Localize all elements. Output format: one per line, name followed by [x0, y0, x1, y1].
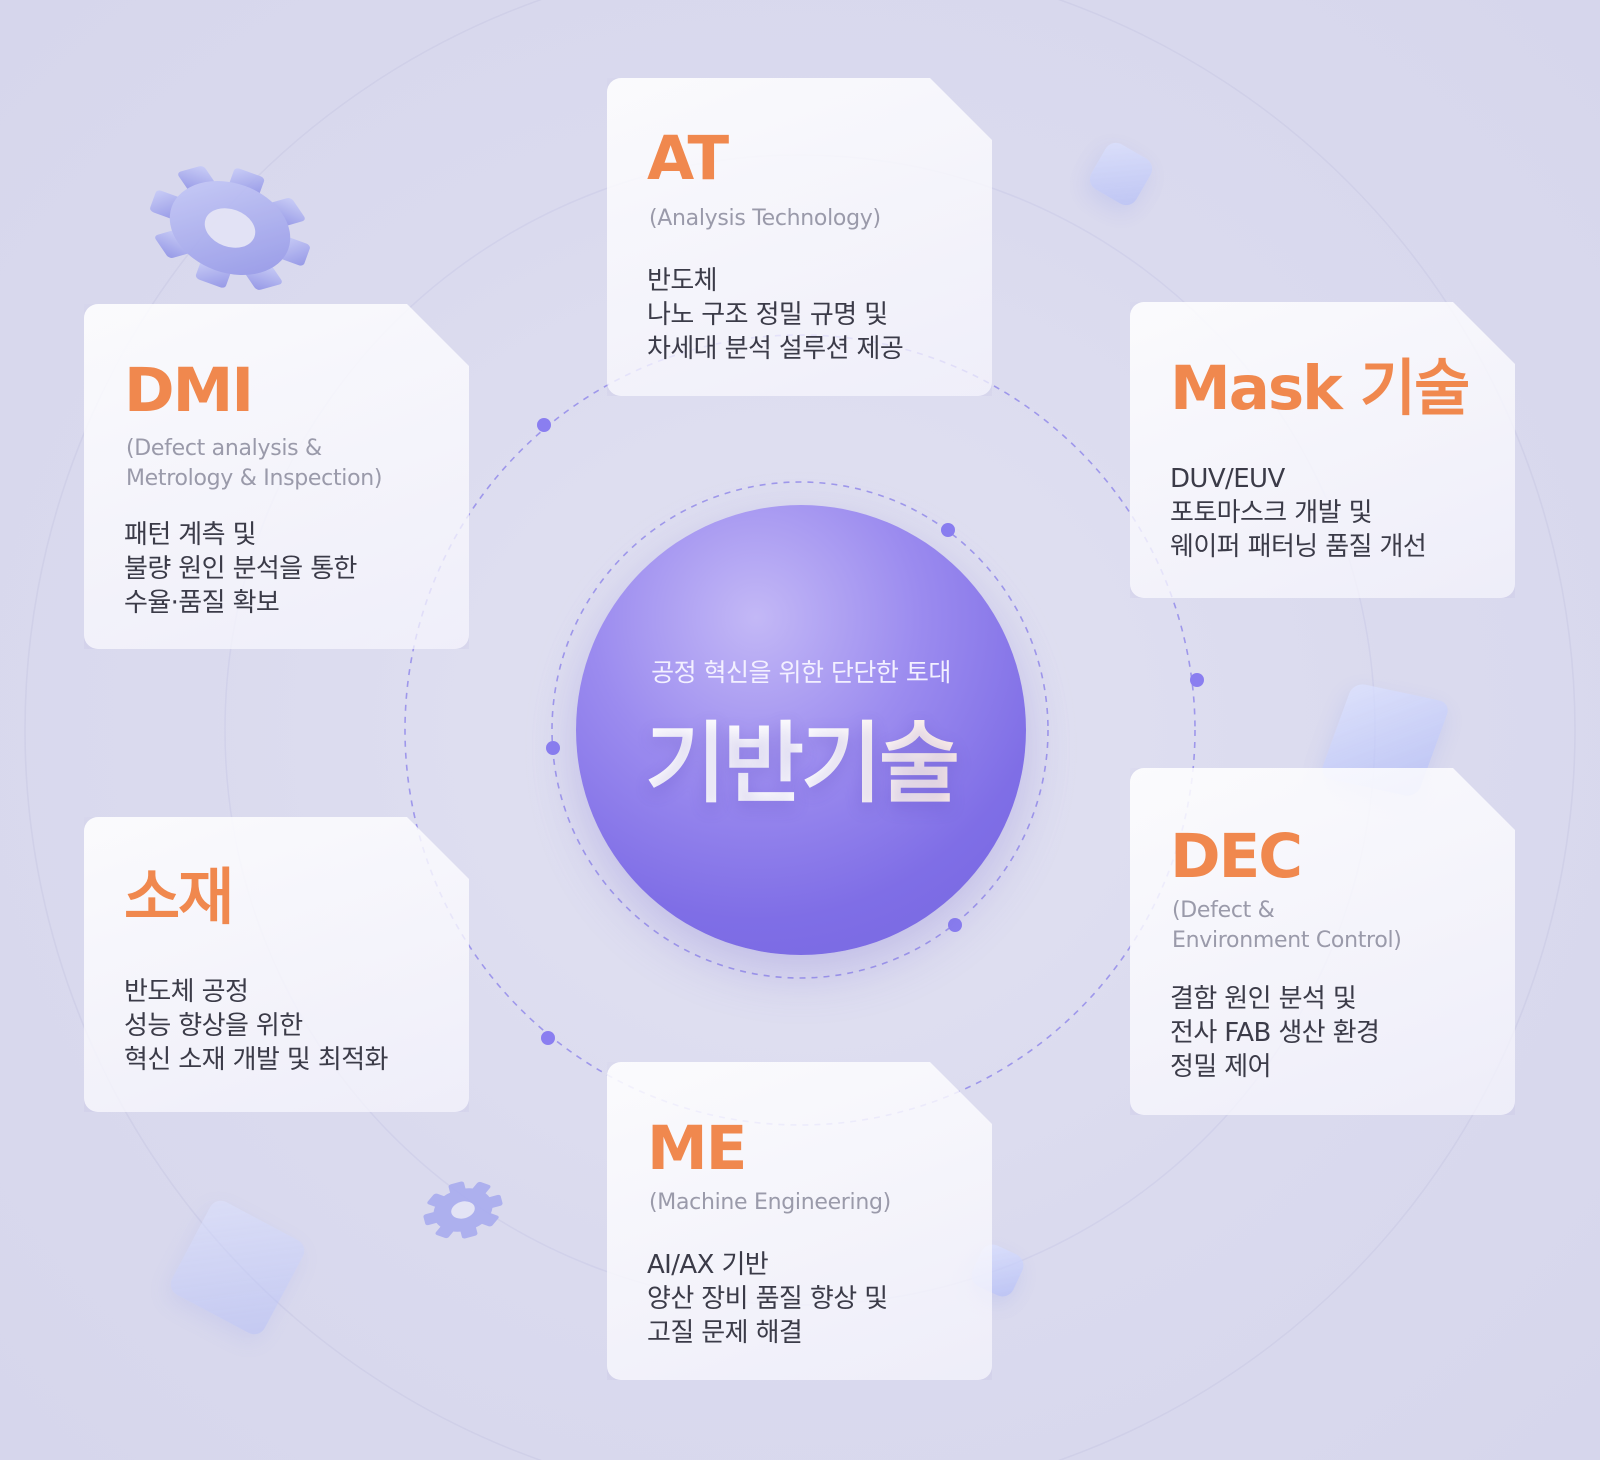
gear-icon	[423, 1181, 503, 1239]
orbit-dot	[541, 1031, 555, 1045]
center-hub: 공정 혁신을 위한 단단한 토대 기반기술	[576, 505, 1026, 955]
card-description: 반도체 공정 성능 향상을 위한 혁신 소재 개발 및 최적화	[124, 975, 454, 1077]
desc-line: 성능 향상을 위한	[124, 1011, 303, 1041]
desc-line: 수율·품질 확보	[124, 588, 280, 618]
desc-line: 차세대 분석 설루션 제공	[647, 334, 904, 364]
desc-line: AI/AX 기반	[647, 1250, 769, 1280]
subtitle-line: Environment Control)	[1172, 928, 1402, 953]
card-dmi: DMI (Defect analysis & Metrology & Inspe…	[84, 304, 469, 649]
card-description: DUV/EUV 포토마스크 개발 및 웨이퍼 패터닝 품질 개선	[1170, 462, 1500, 564]
card-title: 소재	[124, 862, 233, 933]
desc-line: 패턴 계측 및	[124, 520, 256, 550]
card-description: 패턴 계측 및 불량 원인 분석을 통한 수율·품질 확보	[124, 518, 454, 620]
hub-subtitle: 공정 혁신을 위한 단단한 토대	[651, 658, 951, 687]
card-subtitle: (Defect analysis & Metrology & Inspectio…	[126, 434, 456, 494]
gear-icon	[150, 166, 310, 290]
desc-line: 반도체 공정	[124, 977, 249, 1007]
card-sojae: 소재 반도체 공정 성능 향상을 위한 혁신 소재 개발 및 최적화	[84, 817, 469, 1112]
card-description: 결함 원인 분석 및 전사 FAB 생산 환경 정밀 제어	[1170, 982, 1500, 1084]
card-subtitle: (Defect & Environment Control)	[1172, 896, 1502, 956]
subtitle-line: (Defect &	[1172, 898, 1275, 923]
card-at: AT (Analysis Technology) 반도체 나노 구조 정밀 규명…	[607, 78, 992, 396]
subtitle-line: (Defect analysis &	[126, 436, 322, 461]
desc-line: 고질 문제 해결	[647, 1318, 803, 1348]
desc-line: 전사 FAB 생산 환경	[1170, 1018, 1380, 1048]
desc-line: 포토마스크 개발 및	[1170, 498, 1372, 528]
orbit-dot	[546, 741, 560, 755]
desc-line: 반도체	[647, 266, 717, 296]
desc-line: 불량 원인 분석을 통한	[124, 554, 357, 584]
outer-orbit	[24, 0, 1576, 1460]
desc-line: 혁신 소재 개발 및 최적화	[124, 1045, 388, 1075]
orbit-dot	[948, 918, 962, 932]
desc-line: 결함 원인 분석 및	[1170, 984, 1357, 1014]
hub-title: 기반기술	[576, 693, 1026, 820]
desc-line: DUV/EUV	[1170, 464, 1285, 494]
desc-line: 나노 구조 정밀 규명 및	[647, 300, 888, 330]
card-me: ME (Machine Engineering) AI/AX 기반 양산 장비 …	[607, 1062, 992, 1380]
card-title: AT	[647, 123, 728, 194]
card-mask: Mask 기술 DUV/EUV 포토마스크 개발 및 웨이퍼 패터닝 품질 개선	[1130, 302, 1515, 598]
desc-line: 정밀 제어	[1170, 1052, 1271, 1082]
card-description: AI/AX 기반 양산 장비 품질 향상 및 고질 문제 해결	[647, 1248, 977, 1350]
card-title: DEC	[1170, 821, 1302, 892]
subtitle-line: Metrology & Inspection)	[126, 466, 383, 491]
card-subtitle: (Machine Engineering)	[649, 1190, 891, 1215]
card-dec: DEC (Defect & Environment Control) 결함 원인…	[1130, 768, 1515, 1115]
card-title: ME	[647, 1113, 746, 1184]
card-title: Mask 기술	[1170, 353, 1469, 424]
card-title: DMI	[124, 355, 253, 426]
orbit-dot	[941, 523, 955, 537]
dashed-orbit-inner	[551, 481, 1049, 979]
card-subtitle: (Analysis Technology)	[649, 206, 881, 231]
desc-line: 웨이퍼 패터닝 품질 개선	[1170, 532, 1427, 562]
orbit-dot	[537, 418, 551, 432]
desc-line: 양산 장비 품질 향상 및	[647, 1284, 888, 1314]
orbit-dot	[1190, 673, 1204, 687]
card-description: 반도체 나노 구조 정밀 규명 및 차세대 분석 설루션 제공	[647, 264, 977, 366]
